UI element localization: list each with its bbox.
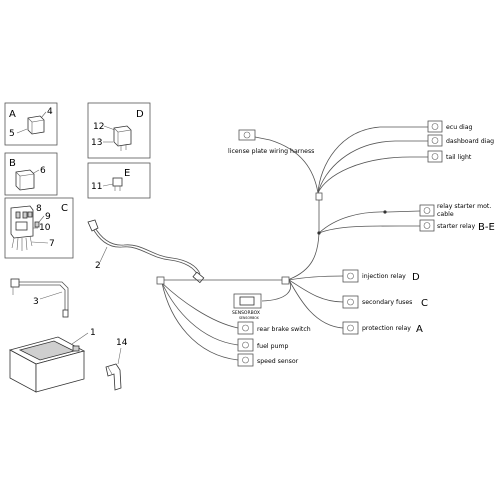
label-sensorbox: SENSORBOX [232,310,260,316]
connector-protection-relay: protection relay A [342,321,423,335]
connector-ecu-diag: ecu diag [427,120,473,133]
kit-c-letter: C [61,203,68,214]
connector-license-plate: license plate wiring harness [228,129,314,155]
label-rear-brake-switch: rear brake switch [257,326,311,333]
battery-lead: 3 [10,278,69,318]
kit-e-letter: E [124,168,130,179]
relay-part-a [27,115,45,135]
kit-b: B 6 [4,152,58,196]
part-3-callout: 3 [33,297,39,307]
kit-a-callout-2: 5 [9,129,15,139]
connector-rear-brake-switch: rear brake switch [237,321,311,335]
label-fuel-pump: fuel pump [257,343,288,350]
label-secondary-fuses: secondary fuses [362,299,412,306]
relay-part-d [113,125,132,151]
sensorbox: SENSORBOX SENSORBOX [232,293,262,320]
part-2-callout: 2 [95,261,101,271]
kit-d: D 12 13 [87,102,151,159]
connector-tail-light: tail light [427,150,472,163]
kit-e-callout-1: 11 [91,182,102,192]
kit-d-letter: D [136,109,144,120]
kit-c-callout-4: 7 [49,239,55,249]
harness-wires [161,126,428,361]
connector-speed-sensor: speed sensor [237,353,299,367]
label-protection-relay: protection relay [362,325,411,332]
harness-junction-top [315,192,323,201]
kit-d-callout-1: 12 [93,122,104,132]
relay-part-b [15,169,35,191]
label-sensorbox-sub: SENSORBOX [239,316,260,320]
fuse-box-part [10,205,34,251]
kit-c: C 8 9 10 7 [4,197,74,259]
label-secondary-fuses-kit: C [421,298,428,309]
label-starter-relay-kit: B-E [478,222,495,233]
label-dashboard-diag: dashboard diag [446,138,494,145]
harness-junction-right [281,276,290,285]
connector-injection-relay: injection relay D [342,269,420,283]
label-protection-relay-kit: A [416,324,423,335]
label-starter-relay: starter relay [437,223,475,230]
kit-e: E 11 [87,162,151,199]
label-speed-sensor: speed sensor [257,358,299,365]
kit-b-callout-1: 6 [40,166,46,176]
label-injection-relay: injection relay [362,273,406,280]
ground-cable: 2 [87,219,205,284]
harness-split-dot [317,231,321,235]
kit-a: A 4 5 [4,102,58,146]
label-tail-light: tail light [446,154,472,161]
connector-dashboard-diag: dashboard diag [427,134,494,147]
kit-b-letter: B [9,158,16,169]
kit-c-callout-3: 10 [39,223,51,233]
connector-secondary-fuses: secondary fuses C [342,295,428,309]
part-14-callout: 14 [116,338,128,348]
kit-a-callout-1: 4 [47,107,53,117]
label-license-plate: license plate wiring harness [228,148,314,155]
harness-junction-left [156,276,165,285]
label-injection-relay-kit: D [412,272,420,283]
part-1-callout: 1 [90,328,96,338]
connector-fuel-pump: fuel pump [237,338,288,352]
kit-d-callout-2: 13 [91,138,102,148]
kit-c-callout-1: 8 [36,204,42,214]
label-relay-starter-mot: relay starter mot. [437,203,491,210]
label-ecu-diag: ecu diag [446,124,473,131]
kit-a-letter: A [9,109,16,120]
kit-c-callout-2: 9 [45,212,51,222]
connector-relay-starter-mot: relay starter mot. cable [419,203,491,218]
label-relay-starter-cable: cable [437,211,454,218]
elbow-fitting: 14 [105,338,128,391]
fuse-part [112,177,123,191]
battery: 1 [8,328,96,393]
connector-starter-relay: starter relay B-E [419,219,495,233]
